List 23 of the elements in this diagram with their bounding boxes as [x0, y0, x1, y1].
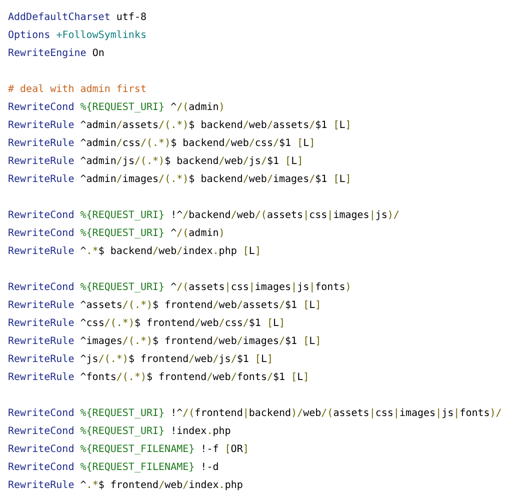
code-line: RewriteRule ^assets/(.*)$ frontend/web/assets/$1 [L] — [8, 299, 322, 312]
code-line: RewriteRule ^.*$ frontend/web/index.php — [8, 479, 243, 492]
code-line: RewriteCond %{REQUEST_URI} ^/(admin) — [8, 101, 225, 114]
code-line: RewriteCond %{REQUEST_URI} ^/(admin) — [8, 227, 225, 240]
code-line: AddDefaultCharset utf-8 — [8, 11, 146, 24]
code-line: RewriteCond %{REQUEST_URI} !index.php — [8, 425, 231, 438]
code-line: RewriteCond %{REQUEST_URI} ^/(assets|css|images|js|fonts) — [8, 281, 352, 294]
code-line: Options +FollowSymlinks — [8, 29, 146, 42]
code-line: RewriteEngine On — [8, 47, 104, 60]
code-line: RewriteRule ^admin/images/(.*)$ backend/web/images/$1 [L] — [8, 173, 352, 186]
code-line: RewriteCond %{REQUEST_URI} !^/(frontend|backend)/web/(assets|css|images|js|fonts)/ — [8, 407, 502, 420]
code-line: RewriteRule ^admin/js/(.*)$ backend/web/js/$1 [L] — [8, 155, 304, 168]
code-line: RewriteRule ^admin/css/(.*)$ backend/web/css/$1 [L] — [8, 137, 316, 150]
code-line: RewriteRule ^.*$ backend/web/index.php [L] — [8, 245, 261, 258]
code-line: RewriteRule ^admin/assets/(.*)$ backend/web/assets/$1 [L] — [8, 119, 352, 132]
code-line: RewriteCond %{REQUEST_FILENAME} !-f [OR] — [8, 443, 249, 456]
code-line: RewriteRule ^images/(.*)$ frontend/web/images/$1 [L] — [8, 335, 322, 348]
code-line: RewriteCond %{REQUEST_FILENAME} !-d — [8, 461, 219, 474]
code-line: RewriteRule ^css/(.*)$ frontend/web/css/$1 [L] — [8, 317, 286, 330]
code-line: RewriteRule ^js/(.*)$ frontend/web/js/$1 [L] — [8, 353, 274, 366]
code-line: RewriteRule ^fonts/(.*)$ frontend/web/fonts/$1 [L] — [8, 371, 310, 384]
code-comment: # deal with admin first — [8, 83, 146, 96]
code-line: RewriteCond %{REQUEST_URI} !^/backend/web/(assets|css|images|js)/ — [8, 209, 400, 222]
